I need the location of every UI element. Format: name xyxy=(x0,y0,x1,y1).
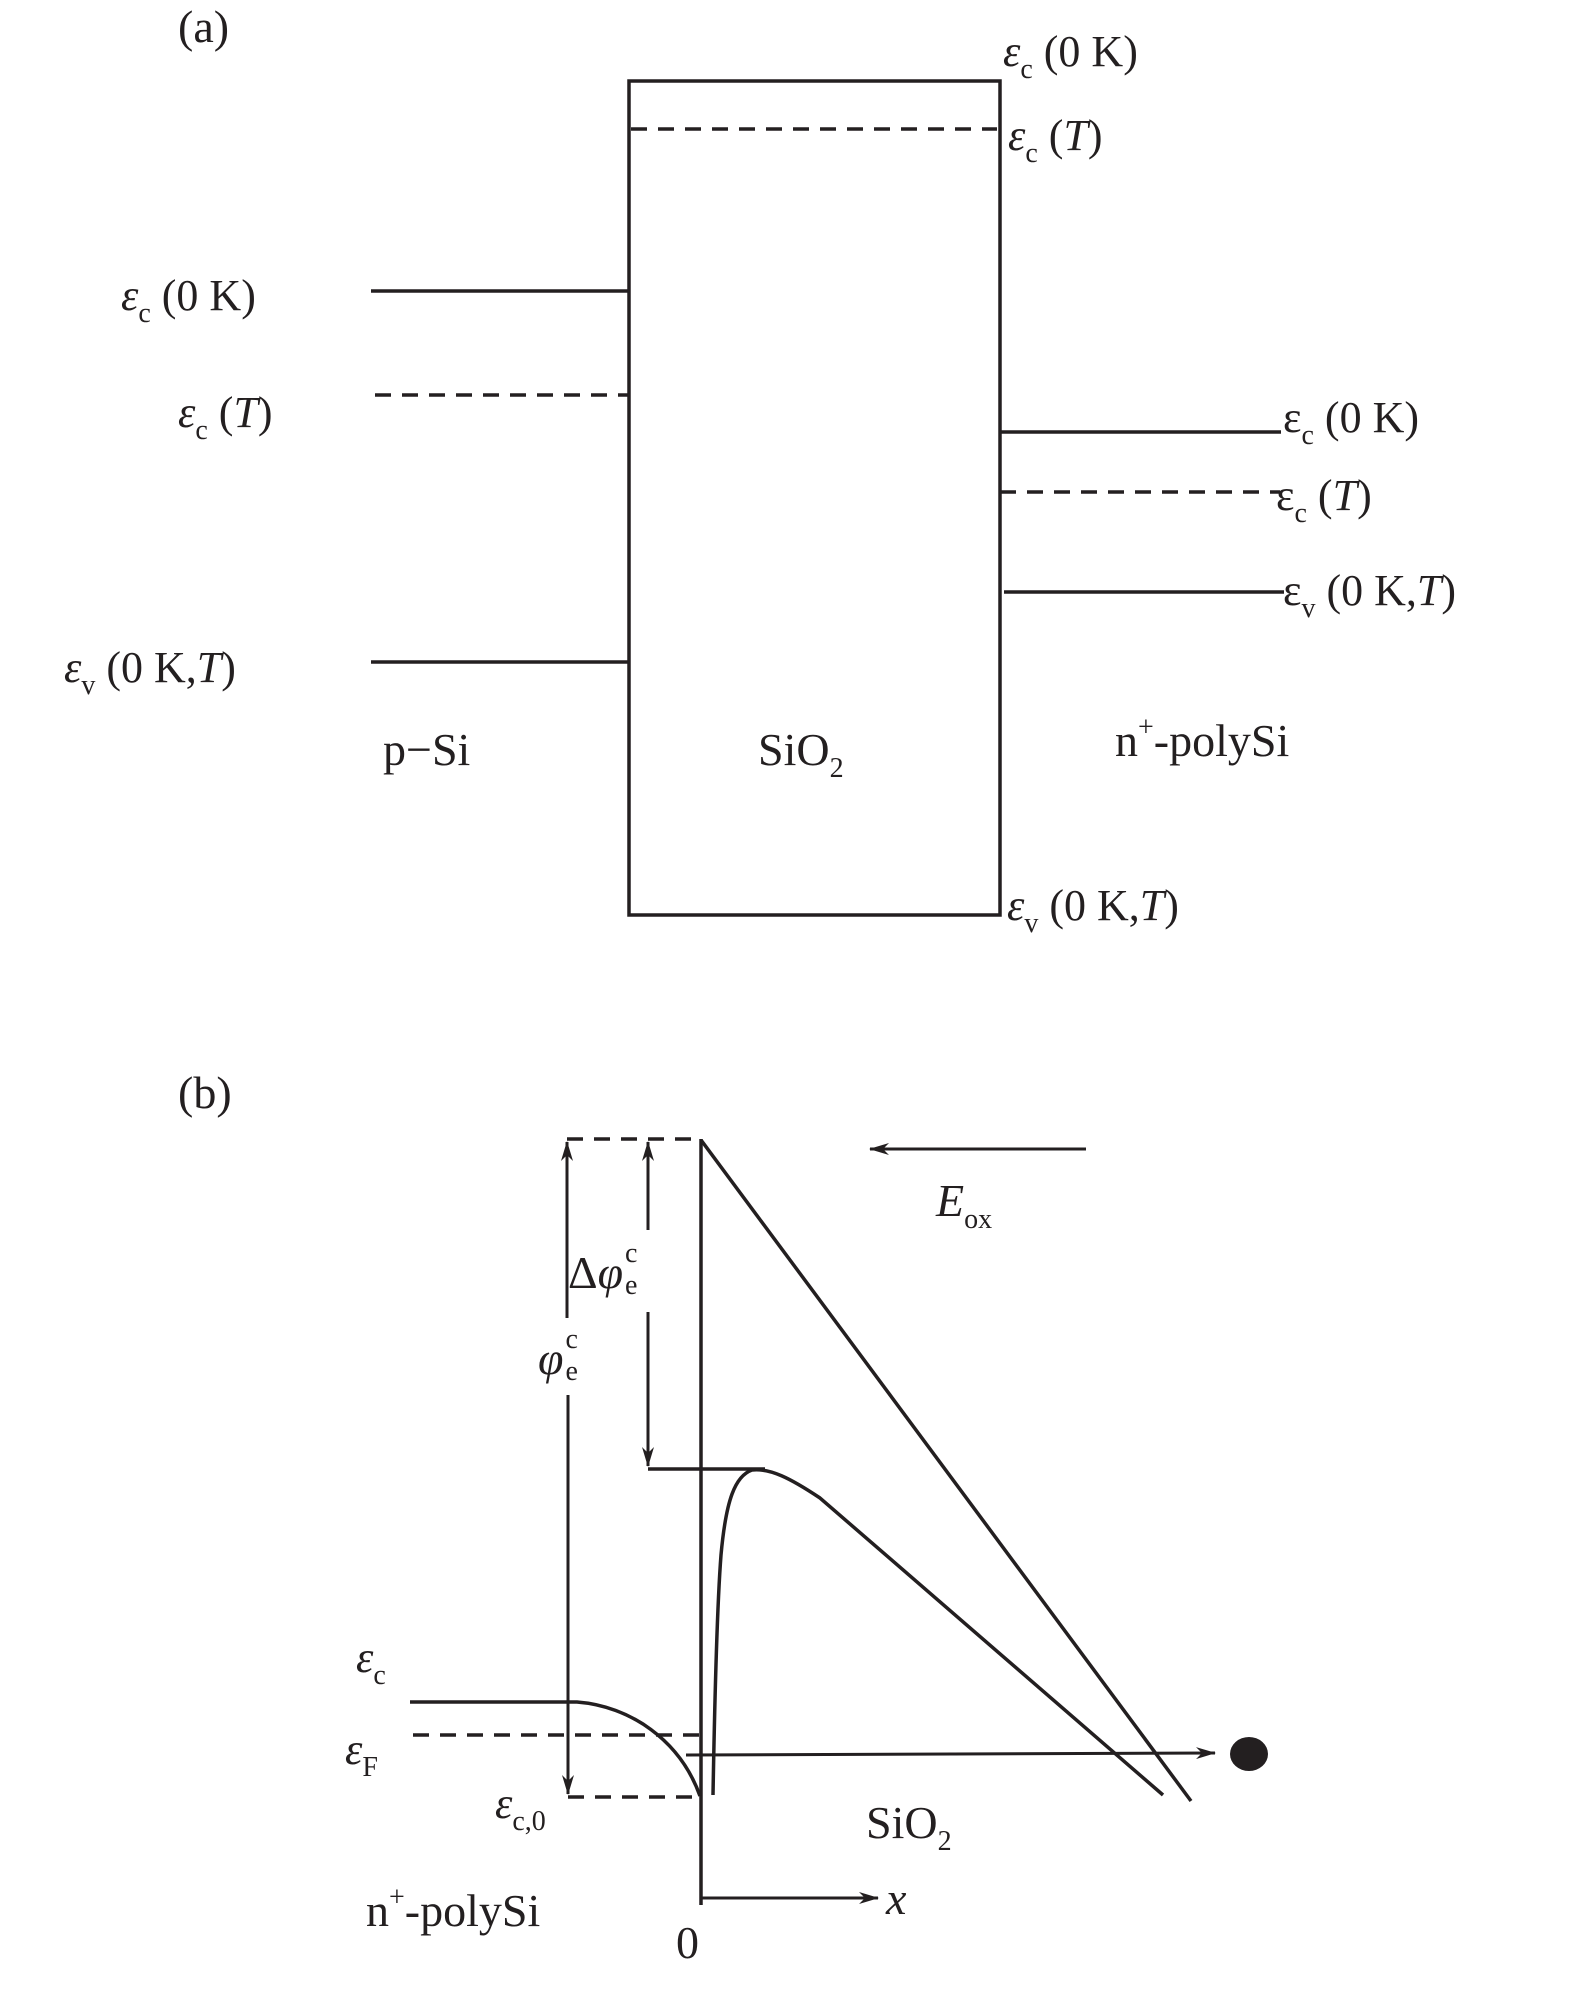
electron-dot xyxy=(1230,1737,1268,1771)
panel-a xyxy=(371,79,1284,917)
label-psi-ec-T: εc (T) xyxy=(178,388,273,446)
panel-a-tag: (a) xyxy=(178,1,230,52)
region-label-n-polysi: n+-polySi xyxy=(1115,712,1290,766)
label-gate-n-polysi: n+-polySi xyxy=(366,1882,541,1936)
label-poly-ec-0K: εc (0 K) xyxy=(1283,393,1420,451)
label-oxide-ev: εv (0 K,T) xyxy=(1007,881,1179,939)
label-ef: εF xyxy=(345,1725,378,1783)
panel-b xyxy=(410,1137,1268,1905)
label-psi-ec-0K: εc (0 K) xyxy=(121,271,256,329)
label-ec0: εc,0 xyxy=(495,1779,546,1837)
label-x-axis: x xyxy=(886,1873,907,1924)
triangular-barrier xyxy=(699,1138,1193,1803)
label-psi-ev: εv (0 K,T) xyxy=(64,643,236,701)
label-origin: 0 xyxy=(676,1917,699,1968)
tunneling-arrow xyxy=(685,1747,1216,1760)
panel-b-tag: (b) xyxy=(178,1067,232,1118)
label-oxide-sio2: SiO2 xyxy=(866,1797,952,1857)
label-poly-ec-T: εc (T) xyxy=(1276,471,1372,529)
label-poly-ev: εv (0 K,T) xyxy=(1283,566,1457,624)
epsilon-symbol: ε xyxy=(1003,27,1021,76)
image-force-barrier xyxy=(711,1468,1165,1797)
poly-ec-band xyxy=(410,1700,702,1797)
region-label-p-si: p−Si xyxy=(383,724,471,775)
label-oxide-ec-0K: εc (0 K) xyxy=(1003,27,1138,85)
label-ec: εc xyxy=(356,1633,386,1691)
oxide-barrier-box xyxy=(627,79,1002,917)
label-oxide-ec-T: εc (T) xyxy=(1008,111,1103,169)
label-field-eox: Eox xyxy=(936,1175,993,1235)
region-label-sio2: SiO2 xyxy=(758,724,844,784)
